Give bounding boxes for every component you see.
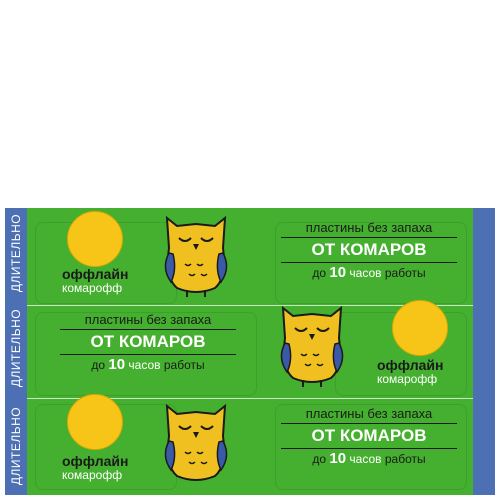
label-middle: часов	[128, 358, 161, 372]
label-divider	[281, 237, 457, 238]
label-line3: до 10 часов работы	[281, 265, 457, 281]
strip-text: ДЛИТЕЛЬНО	[9, 308, 23, 388]
label-middle: часов	[349, 266, 382, 280]
label-divider	[281, 262, 457, 263]
label-prefix: до	[91, 358, 106, 372]
label-line2: ОТ КОМАРОВ	[311, 240, 427, 259]
blister-outline	[35, 312, 257, 396]
brand-logo: оффлайн комарофф	[62, 267, 128, 295]
label-line1: пластины без запаха	[84, 312, 212, 327]
product-packaging: ДЛИТЕЛЬНО ДЛИТЕЛЬНО ДЛИТЕЛЬНО оффлайн ко…	[5, 208, 495, 495]
label-line3: до 10 часов работы	[60, 357, 236, 373]
blister-outline	[275, 404, 467, 490]
blister-outline	[275, 222, 467, 304]
label-divider	[281, 423, 457, 424]
product-label: пластины без запаха ОТ КОМАРОВ до 10 час…	[281, 406, 457, 467]
label-line2: ОТ КОМАРОВ	[90, 332, 206, 351]
strip-text: ДЛИТЕЛЬНО	[9, 213, 23, 293]
brand-line2: комарофф	[377, 372, 438, 386]
brand-line1: оффлайн	[62, 453, 129, 469]
yellow-circle	[67, 211, 123, 267]
label-number: 10	[329, 264, 347, 281]
brand-line2: комарофф	[62, 281, 123, 295]
owl-icon	[164, 215, 228, 297]
label-line1: пластины без запаха	[305, 220, 433, 235]
label-number: 10	[108, 356, 126, 373]
product-label: пластины без запаха ОТ КОМАРОВ до 10 час…	[281, 220, 457, 281]
brand-line2: комарофф	[62, 468, 123, 482]
label-divider	[60, 354, 236, 355]
left-strip: ДЛИТЕЛЬНО ДЛИТЕЛЬНО ДЛИТЕЛЬНО	[5, 208, 27, 495]
label-prefix: до	[312, 452, 327, 466]
label-suffix: работы	[384, 452, 426, 466]
yellow-circle	[67, 394, 123, 450]
label-divider	[60, 329, 236, 330]
owl-icon	[164, 403, 228, 481]
row-divider	[27, 305, 473, 306]
label-line2: ОТ КОМАРОВ	[311, 426, 427, 445]
label-suffix: работы	[163, 358, 205, 372]
brand-logo: оффлайн комарофф	[377, 358, 443, 386]
label-line1: пластины без запаха	[305, 406, 433, 421]
owl-icon	[280, 305, 344, 387]
brand-logo: оффлайн комарофф	[62, 454, 128, 482]
right-strip	[473, 208, 495, 495]
brand-line1: оффлайн	[62, 266, 129, 282]
product-label: пластины без запаха ОТ КОМАРОВ до 10 час…	[60, 312, 236, 373]
row-divider	[27, 398, 473, 399]
label-line3: до 10 часов работы	[281, 451, 457, 467]
label-number: 10	[329, 450, 347, 467]
brand-line1: оффлайн	[377, 357, 444, 373]
strip-text: ДЛИТЕЛЬНО	[9, 406, 23, 486]
label-middle: часов	[349, 452, 382, 466]
label-divider	[281, 448, 457, 449]
label-suffix: работы	[384, 266, 426, 280]
yellow-circle	[392, 300, 448, 356]
label-prefix: до	[312, 266, 327, 280]
